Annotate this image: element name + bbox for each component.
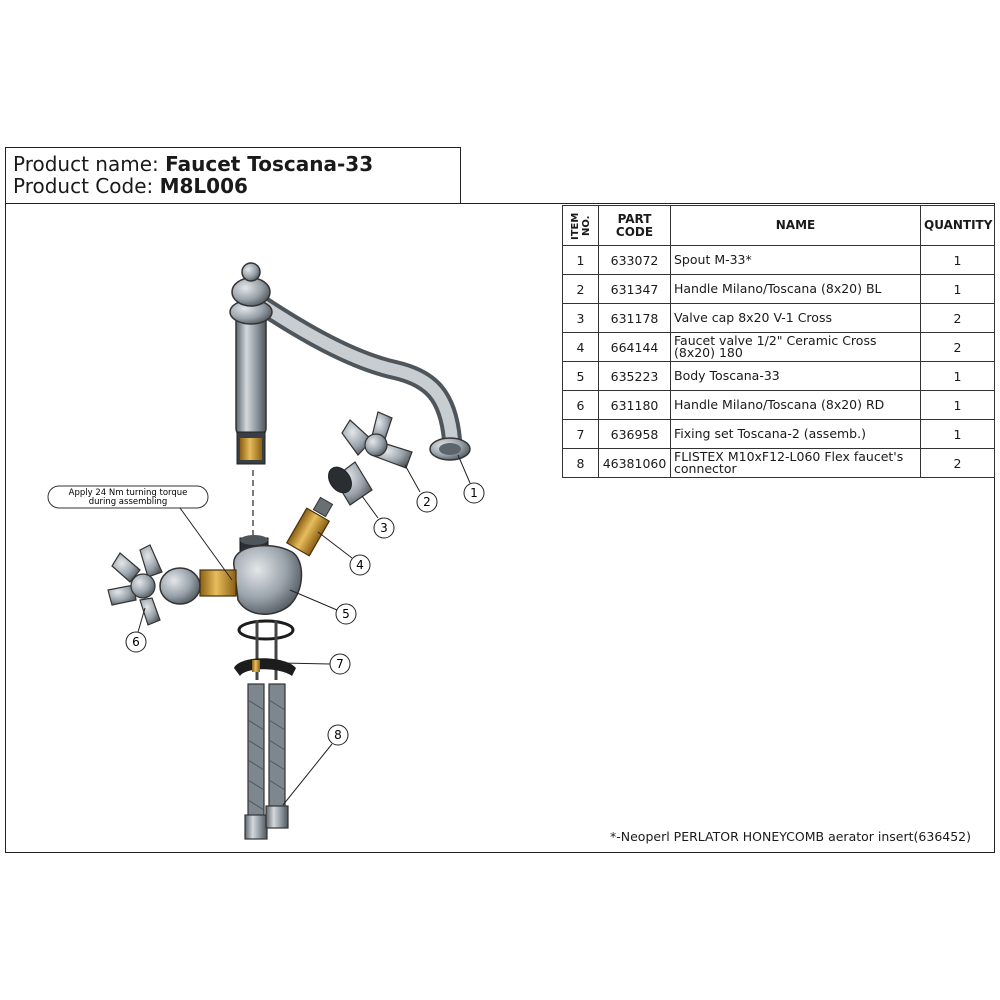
torque-note-line1: Apply 24 Nm turning torque: [69, 488, 188, 498]
callout-label-2: 2: [423, 495, 431, 509]
row-name: Spout M-33*: [670, 245, 921, 275]
callout-2: 2: [404, 464, 438, 513]
product-code-line: Product Code: M8L006: [13, 175, 248, 197]
row-quantity: 1: [920, 274, 995, 304]
body-part: [199, 535, 303, 615]
row-part-code: 664144: [598, 332, 671, 362]
product-code-value: M8L006: [159, 174, 248, 198]
table-row: 4 664144 Faucet valve 1/2" Ceramic Cross…: [562, 332, 995, 362]
callout-label-1: 1: [470, 486, 478, 500]
row-quantity: 1: [920, 419, 995, 449]
callout-5: 5: [289, 589, 357, 625]
row-part-code: 631347: [598, 274, 671, 304]
row-quantity: 1: [920, 245, 995, 275]
row-item: 4: [562, 332, 599, 362]
product-name-line: Product name: Faucet Toscana-33: [13, 153, 373, 175]
handle-bl-part: [341, 411, 413, 469]
row-item: 6: [562, 390, 599, 420]
row-quantity: 1: [920, 390, 995, 420]
row-quantity: 1: [920, 361, 995, 391]
row-quantity: 2: [920, 303, 995, 333]
aerator-footnote: *-Neoperl PERLATOR HONEYCOMB aerator ins…: [610, 829, 972, 844]
table-row: 1 633072 Spout M-33* 1: [562, 245, 995, 275]
product-header: Product name: Faucet Toscana-33 Product …: [5, 147, 461, 203]
table-row: 8 46381060 FLISTEX M10xF12-L060 Flex fau…: [562, 448, 995, 478]
header-item-no: ITEM NO.: [562, 205, 599, 246]
callout-6: 6: [125, 607, 147, 653]
row-name: FLISTEX M10xF12-L060 Flex faucet's conne…: [670, 448, 921, 478]
callout-label-3: 3: [380, 521, 388, 535]
callout-8: 8: [282, 724, 349, 806]
row-part-code: 636958: [598, 419, 671, 449]
fixing-set-part: [234, 619, 296, 680]
row-name: Faucet valve 1/2" Ceramic Cross (8x20) 1…: [670, 332, 921, 362]
torque-note-line2: during assembling: [89, 497, 168, 507]
row-quantity: 2: [920, 448, 995, 478]
row-part-code: 633072: [598, 245, 671, 275]
product-name-label: Product name:: [13, 152, 159, 176]
row-name: Handle Milano/Toscana (8x20) RD: [670, 390, 921, 420]
callout-4: 4: [317, 531, 371, 576]
product-name-value: Faucet Toscana-33: [165, 152, 374, 176]
row-name: Valve cap 8x20 V-1 Cross: [670, 303, 921, 333]
header-quantity: QUANTITY: [920, 205, 995, 246]
bill-of-materials-table: ITEM NO. PART CODE NAME QUANTITY 1 63307…: [562, 205, 995, 478]
handle-rd-part: [107, 544, 201, 626]
row-part-code: 635223: [598, 361, 671, 391]
header-part-code: PART CODE: [598, 205, 671, 246]
row-item: 1: [562, 245, 599, 275]
table-row: 2 631347 Handle Milano/Toscana (8x20) BL…: [562, 274, 995, 304]
drawing-frame: [5, 203, 995, 853]
flex-connector-part: [244, 683, 289, 840]
valve-cap-part: [328, 461, 373, 506]
table-row: 7 636958 Fixing set Toscana-2 (assemb.) …: [562, 419, 995, 449]
spout-part: [229, 262, 471, 465]
callout-label-4: 4: [356, 558, 364, 572]
callout-label-8: 8: [334, 728, 342, 742]
row-name: Fixing set Toscana-2 (assemb.): [670, 419, 921, 449]
row-name: Body Toscana-33: [670, 361, 921, 391]
row-part-code: 46381060: [598, 448, 671, 478]
faucet-valve-part: [285, 496, 334, 557]
callout-7: 7: [281, 653, 351, 675]
callout-label-7: 7: [336, 657, 344, 671]
row-item: 5: [562, 361, 599, 391]
row-item: 8: [562, 448, 599, 478]
row-item: 7: [562, 419, 599, 449]
callout-1: 1: [457, 454, 485, 504]
torque-note: Apply 24 Nm turning torque during assemb…: [47, 485, 233, 581]
callout-label-5: 5: [342, 607, 350, 621]
table-row: 3 631178 Valve cap 8x20 V-1 Cross 2: [562, 303, 995, 333]
row-part-code: 631178: [598, 303, 671, 333]
row-item: 2: [562, 274, 599, 304]
row-name: Handle Milano/Toscana (8x20) BL: [670, 274, 921, 304]
product-code-label: Product Code:: [13, 174, 154, 198]
table-row: 5 635223 Body Toscana-33 1: [562, 361, 995, 391]
callout-3: 3: [361, 495, 395, 539]
table-row: 6 631180 Handle Milano/Toscana (8x20) RD…: [562, 390, 995, 420]
callout-label-6: 6: [132, 635, 140, 649]
row-item: 3: [562, 303, 599, 333]
row-part-code: 631180: [598, 390, 671, 420]
table-header-row: ITEM NO. PART CODE NAME QUANTITY: [562, 205, 995, 246]
row-quantity: 2: [920, 332, 995, 362]
header-name: NAME: [670, 205, 921, 246]
